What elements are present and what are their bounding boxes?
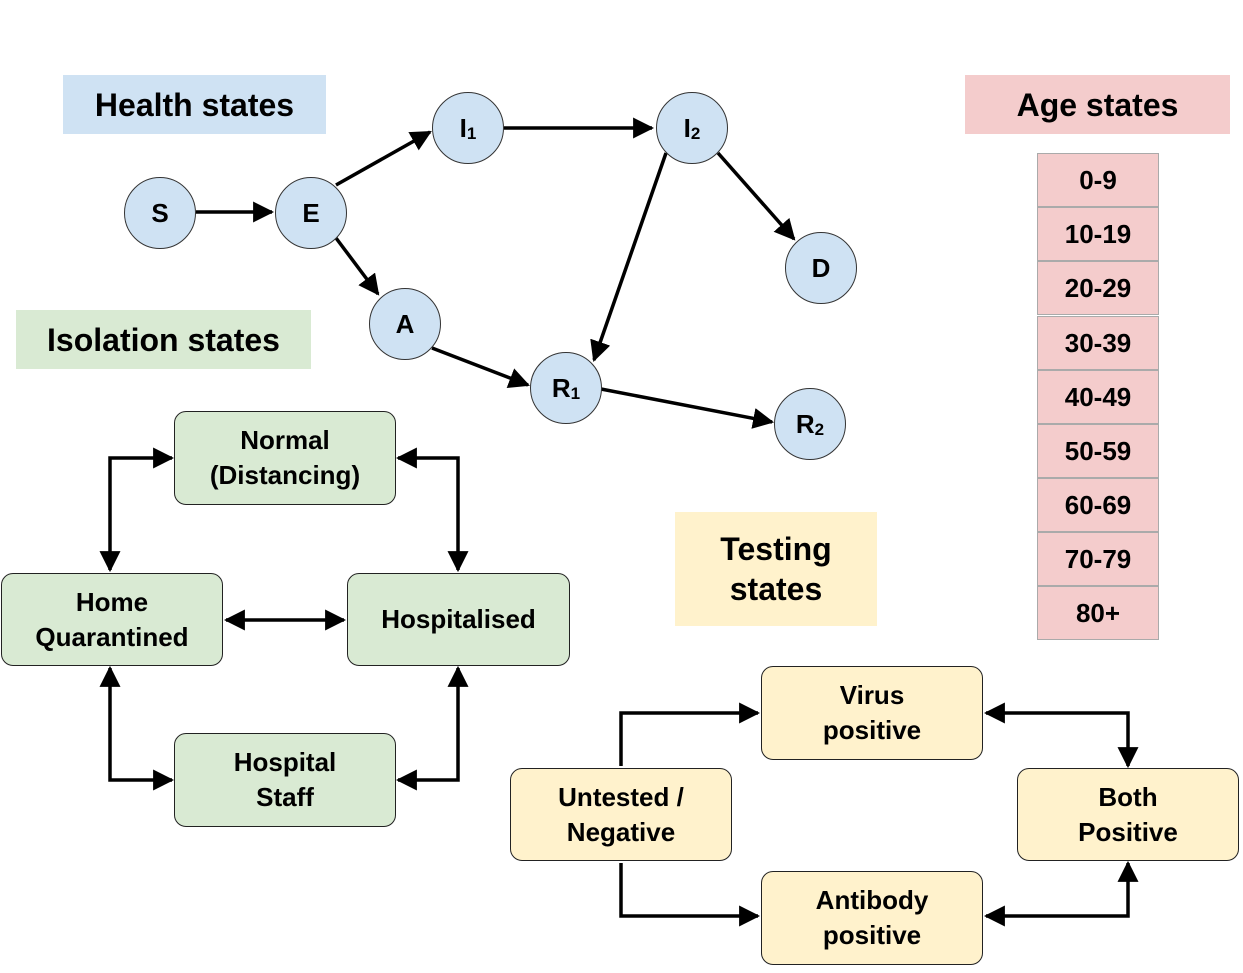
arrow-e-to-i1 [335, 130, 432, 187]
normal-line2: (Distancing) [209, 460, 361, 490]
arrow-home-normal [99, 447, 175, 573]
arrow-a-to-r1 [431, 346, 530, 389]
arrow-home-staff [99, 665, 175, 791]
arrow-i2-to-d [716, 151, 796, 241]
arrow-e-to-a [334, 236, 380, 296]
age-cell-8: 80+ [1037, 586, 1159, 640]
age-cell-1: 10-19 [1037, 207, 1159, 261]
node-i2-letter: I [683, 112, 691, 143]
node-a-letter: A [395, 308, 415, 339]
untested-line1: Untested / [558, 781, 684, 812]
antibody-line2: positive [822, 920, 922, 950]
arrow-virus-both [983, 702, 1139, 769]
box-antibody-positive: Antibody positive [761, 871, 983, 965]
node-s-letter: S [151, 197, 169, 228]
node-r1-sub: 1 [570, 384, 581, 403]
node-d-letter: D [811, 252, 831, 283]
health-states-title: Health states [63, 75, 326, 134]
arrow-antibody-both [983, 860, 1139, 927]
node-i1-letter: I [459, 112, 467, 143]
box-untested-negative: Untested / Negative [510, 768, 732, 861]
arrow-i2-to-r1 [590, 152, 668, 362]
node-e-letter: E [302, 197, 320, 228]
both-line2: Positive [1078, 816, 1178, 847]
age-cell-0: 0-9 [1037, 153, 1159, 207]
node-i2-sub: 2 [690, 124, 701, 143]
age-cell-3: 30-39 [1037, 316, 1159, 370]
age-cell-7: 70-79 [1037, 532, 1159, 586]
home-line2: Quarantined [35, 621, 189, 652]
node-r1-letter: R [551, 372, 571, 403]
staff-line2: Staff [256, 782, 314, 812]
node-e: E [275, 177, 347, 249]
box-hospital-staff: Hospital Staff [174, 733, 396, 827]
arrow-staff-hospitalised [395, 665, 469, 791]
virus-line2: positive [822, 715, 922, 745]
age-cell-6: 60-69 [1037, 478, 1159, 532]
testing-states-title: Testing states [675, 512, 877, 626]
isolation-states-title: Isolation states [16, 310, 311, 369]
node-s: S [124, 177, 196, 249]
box-both-positive: Both Positive [1017, 768, 1239, 861]
arrow-normal-hospitalised [395, 447, 469, 573]
box-hospitalised: Hospitalised [347, 573, 570, 666]
untested-line2: Negative [566, 816, 676, 847]
node-d: D [785, 232, 857, 304]
virus-line1: Virus [839, 680, 905, 711]
arrow-r1-to-r2 [600, 387, 775, 429]
age-cell-2: 20-29 [1037, 261, 1159, 315]
node-a: A [369, 288, 441, 360]
antibody-line1: Antibody [815, 885, 929, 916]
both-line1: Both [1098, 781, 1158, 812]
home-line1: Home [75, 586, 149, 617]
age-states-title: Age states [965, 75, 1230, 134]
node-i1-sub: 1 [466, 124, 477, 143]
box-home-quarantined: Home Quarantined [1, 573, 223, 666]
box-virus-positive: Virus positive [761, 666, 983, 760]
arrow-untested-to-virus [619, 702, 761, 766]
age-cell-5: 50-59 [1037, 424, 1159, 478]
node-r2-letter: R [795, 408, 815, 439]
node-r2-sub: 2 [814, 420, 825, 439]
age-cell-4: 40-49 [1037, 370, 1159, 424]
normal-line1: Normal [240, 425, 330, 456]
box-normal-distancing: Normal (Distancing) [174, 411, 396, 505]
hospitalised-label: Hospitalised [381, 604, 536, 635]
arrow-untested-to-antibody [619, 863, 761, 927]
testing-title-line1: Testing [720, 531, 832, 567]
testing-title-line2: states [729, 571, 823, 607]
staff-line1: Hospital [233, 747, 337, 778]
